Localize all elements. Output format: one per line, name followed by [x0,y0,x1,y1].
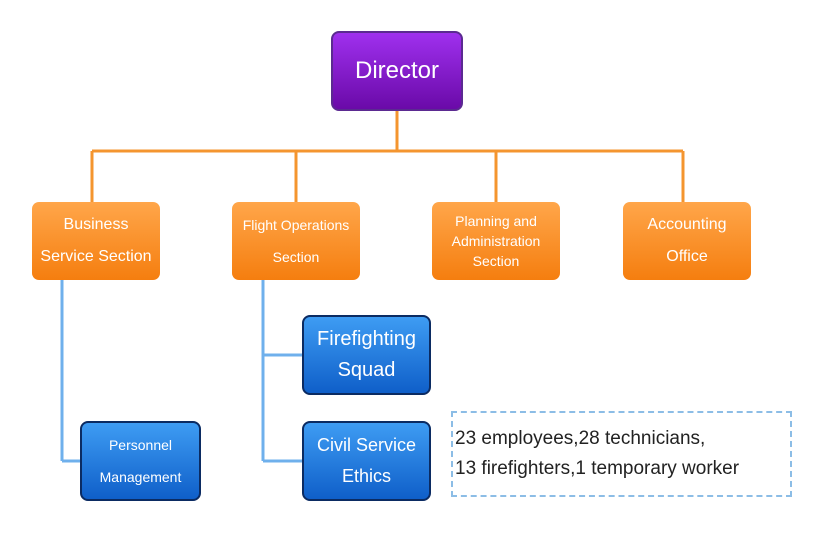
accounting-office-box: Accounting Office [623,202,751,280]
civil-line2: Ethics [341,466,392,486]
firefighting-squad-box: Firefighting Squad [302,315,431,395]
planning-line1: Planning and [455,213,537,229]
civil-line1: Civil Service [316,435,417,455]
planning-administration-section-box: Planning and Administration Section [432,202,560,280]
note-line1: 23 employees,28 technicians, [455,428,706,449]
flight-line1: Flight Operations [242,217,350,233]
flight-operations-section-box: Flight Operations Section [232,202,360,280]
director-box: Director [331,31,463,111]
personnel-management-box: Personnel Management [80,421,201,501]
director-label: Director [354,57,439,84]
firefighting-line1: Firefighting [317,328,416,350]
personnel-line1: Personnel [108,437,173,453]
business-line1: Business [63,216,129,233]
planning-line3: Section [472,253,520,269]
firefighting-line2: Squad [337,359,396,381]
staff-count-note: 23 employees,28 technicians, 13 firefigh… [451,411,792,497]
flight-line2: Section [272,249,320,265]
accounting-line1: Accounting [647,216,727,233]
personnel-line2: Management [99,469,182,485]
note-line2: 13 firefighters,1 temporary worker [455,458,740,479]
civil-service-ethics-box: Civil Service Ethics [302,421,431,501]
business-service-section-box: Business Service Section [32,202,160,280]
accounting-line2: Office [666,248,708,265]
business-line2: Service Section [40,248,152,265]
planning-line2: Administration [451,233,541,249]
